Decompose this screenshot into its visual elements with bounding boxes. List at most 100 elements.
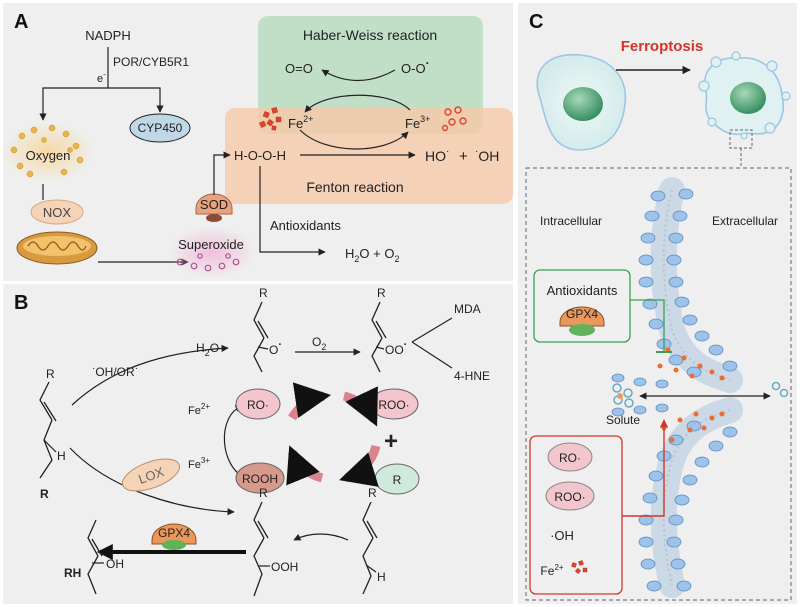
mda-label: MDA — [454, 302, 481, 316]
membrane-pore-edges — [611, 373, 669, 417]
lipid-ooh-r: R — [259, 486, 268, 500]
oh-c-label: ·OH — [550, 528, 574, 543]
oh-label: ·OH — [475, 146, 499, 164]
hooh-label: H-O-O-H — [234, 148, 286, 163]
right-to-ooh-arrow — [293, 533, 349, 541]
healthy-nucleus — [563, 87, 603, 121]
panel-c: C Ferroptosis Intracellular Extracellula… — [525, 11, 792, 601]
sod-label: SOD — [200, 197, 228, 212]
hne-label: 4-HNE — [454, 369, 490, 383]
top-arc-arrow — [71, 344, 229, 406]
ro-node — [235, 388, 281, 420]
fe3-label: Fe3+ — [405, 114, 430, 131]
roo-label: ROO· — [378, 398, 409, 412]
panel-b-background — [3, 284, 513, 604]
o-o-radical-label: O-O· — [401, 56, 430, 76]
solute-label: Solute — [606, 413, 640, 427]
lox-node — [121, 458, 181, 492]
oxygen-dots — [10, 124, 84, 178]
ferroptosis-title: Ferroptosis — [621, 38, 704, 55]
ro-c-node — [547, 442, 593, 472]
o-o-to-o-eq-o-arrow — [321, 69, 396, 81]
nadph-label: NADPH — [85, 28, 131, 43]
gpx4-node — [151, 523, 197, 545]
oh-or-label: ·OH/OR· — [92, 363, 138, 379]
enzyme-label: POR/CYB5R1 — [113, 55, 189, 69]
nox-node — [30, 199, 84, 225]
fe3-circles-icon — [441, 106, 467, 132]
fe3-b-label: Fe3+ — [188, 456, 210, 471]
zoom-panel — [525, 167, 792, 601]
cyp450-label: CYP450 — [138, 121, 183, 135]
panel-b-label: B — [14, 292, 28, 314]
lipid-ooh-chain — [253, 501, 269, 597]
antioxidants-label: Antioxidants — [270, 218, 341, 233]
fenton-box — [225, 108, 513, 204]
extracellular-label: Extracellular — [712, 214, 778, 228]
peroxyl-o-bond — [375, 346, 385, 350]
alkoxyl-chain — [253, 301, 269, 373]
product-chain — [87, 519, 103, 595]
lox-arc-arrow — [69, 447, 235, 516]
cyp450-node — [129, 113, 191, 143]
peroxyl-chain — [371, 301, 387, 373]
fe-cycle-lower — [299, 129, 409, 150]
water-label: H2O + O2 — [345, 246, 399, 264]
panel-a: A Haber-Weiss reaction Fenton reaction N… — [2, 11, 513, 278]
sod-node — [195, 193, 233, 215]
rooh-label: ROOH — [242, 472, 278, 486]
peroxyl-oo: OO· — [385, 339, 407, 357]
gpx4-base — [162, 540, 186, 550]
alkoxyl-r: R — [259, 286, 268, 300]
antioxidants-c-label: Antioxidants — [547, 283, 618, 298]
branch-line — [39, 87, 164, 121]
rooh-node — [235, 462, 285, 494]
peroxyl-r: R — [377, 286, 386, 300]
r-node-label: R — [393, 473, 402, 487]
alkoxyl-o: O· — [269, 339, 282, 357]
membrane-upper — [650, 177, 743, 393]
right-lipid-h-bond — [365, 564, 377, 573]
electron-label: e- — [97, 70, 106, 85]
ro-c-label: RO· — [559, 451, 581, 465]
ros-box — [529, 435, 623, 595]
roo-c-label: ROO· — [554, 490, 585, 504]
left-lipid-h-bond — [43, 439, 57, 453]
solute-icon — [612, 381, 789, 408]
sod-base — [206, 214, 222, 222]
fe2-label: Fe2+ — [288, 114, 313, 131]
fe-c-label: Fe2+ — [540, 563, 563, 578]
mitochondrion-icon — [16, 231, 98, 265]
product-oh: OH — [106, 557, 124, 571]
fenton-title: Fenton reaction — [306, 179, 403, 195]
fe-cycle-upper — [304, 94, 411, 113]
panel-b: B R H R ·OH/OR· H2O R O· O2 R OO· MDA 4-… — [14, 286, 490, 597]
solute-core — [617, 393, 623, 399]
antioxidant-branch — [259, 166, 326, 256]
ro-label: RO· — [247, 398, 269, 412]
fe2-squares-icon — [259, 107, 282, 131]
mda-branch — [411, 317, 453, 369]
oxygen-label: Oxygen — [26, 148, 71, 163]
plus-label: + — [459, 148, 468, 165]
plus-b: + — [384, 428, 398, 455]
membrane-lower — [650, 397, 743, 598]
left-lipid-r: R — [46, 367, 55, 381]
panel-a-label: A — [14, 11, 28, 33]
gpx4-c-label: GPX4 — [566, 307, 598, 321]
superoxide-glow — [168, 226, 256, 278]
o-eq-o-label: O=O — [285, 61, 313, 76]
panel-c-label: C — [529, 11, 543, 33]
nox-label: NOX — [43, 205, 72, 220]
o2-label: O2 — [312, 335, 326, 352]
gpx4-c-base — [569, 324, 595, 336]
superoxide-dots — [176, 253, 240, 272]
gpx4-c-node — [559, 306, 605, 327]
right-lipid-h: H — [377, 570, 386, 584]
right-lipid-r: R — [368, 486, 377, 500]
alkoxyl-o-bond — [257, 346, 269, 350]
haber-weiss-title: Haber-Weiss reaction — [303, 27, 437, 43]
roo-c-node — [545, 481, 595, 511]
ros-to-membrane-arrow — [622, 419, 669, 517]
